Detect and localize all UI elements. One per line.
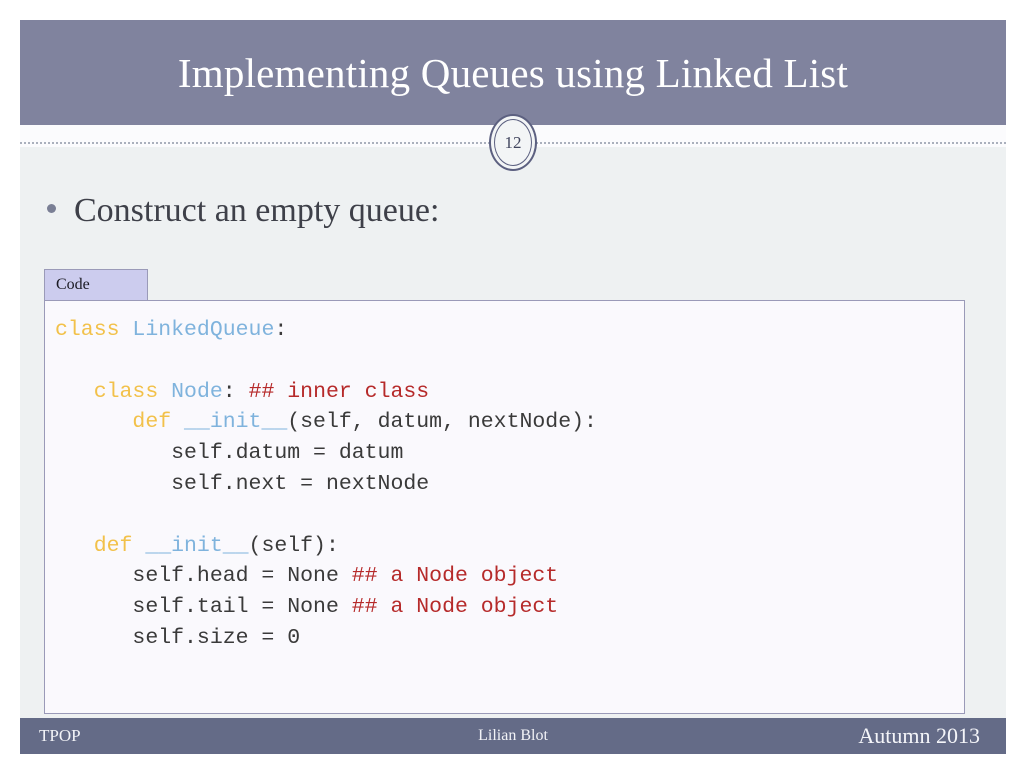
code-token-keyword: class (93, 379, 172, 404)
code-token-plain: self.tail = None (55, 595, 352, 620)
code-token-plain (55, 534, 94, 558)
code-panel: class LinkedQueue: class Node: ## inner … (44, 300, 965, 714)
code-line: self.size = 0 (55, 623, 964, 654)
page-title: Implementing Queues using Linked List (177, 49, 849, 96)
code-token-plain (55, 380, 94, 404)
code-line: def __init__(self, datum, nextNode): (55, 407, 964, 438)
bullet-text: Construct an empty queue: (74, 192, 440, 229)
code-token-plain: (self, datum, nextNode): (287, 410, 597, 435)
code-token-plain: : (222, 379, 249, 404)
slide-content: Construct an empty queue: Code class Lin… (20, 172, 1006, 714)
code-token-plain: self.head = None (55, 564, 352, 589)
code-token-name: Node (171, 379, 223, 404)
footer-author: Lilian Blot (478, 727, 548, 744)
code-token-name: LinkedQueue (132, 318, 275, 342)
footer-course: TPOP (39, 726, 81, 745)
code-line (55, 500, 964, 531)
code-listing: class LinkedQueue: class Node: ## inner … (55, 315, 964, 654)
code-token-keyword: class (55, 318, 133, 342)
code-line: class LinkedQueue: (55, 315, 964, 346)
code-line: class Node: ## inner class (55, 377, 964, 408)
slide-number-badge: 12 (489, 114, 537, 171)
code-token-comment: ## a Node object (351, 564, 559, 589)
code-token-keyword: def (93, 533, 146, 558)
footer-term: Autumn 2013 (858, 723, 980, 748)
slide-number-label: 12 (494, 119, 532, 166)
code-token-plain: self.size = 0 (55, 625, 301, 650)
code-line: self.tail = None ## a Node object (55, 592, 964, 623)
code-line: self.next = nextNode (55, 469, 964, 500)
code-line (55, 346, 964, 377)
bullet-item: Construct an empty queue: (47, 192, 439, 230)
footer-bar: Lilian Blot TPOP Autumn 2013 (20, 718, 1006, 754)
code-line: self.datum = datum (55, 438, 964, 469)
code-token-plain (55, 410, 132, 434)
code-token-name: __init__ (145, 533, 249, 558)
code-tab[interactable]: Code (44, 269, 148, 300)
code-line: self.head = None ## a Node object (55, 561, 964, 592)
code-line: def __init__(self): (55, 531, 964, 562)
slide: Implementing Queues using Linked List 12… (20, 20, 1006, 754)
code-token-comment: ## inner class (248, 379, 430, 404)
code-token-name: __init__ (184, 410, 288, 435)
code-token-plain: : (274, 318, 288, 342)
code-token-plain: (self): (248, 533, 339, 558)
code-token-keyword: def (132, 410, 185, 435)
title-band: Implementing Queues using Linked List (20, 20, 1006, 125)
code-token-plain: self.datum = datum (55, 441, 404, 466)
code-token-plain: self.next = nextNode (55, 471, 430, 496)
bullet-dot-icon (47, 204, 56, 213)
code-token-comment: ## a Node object (351, 595, 559, 620)
code-tab-label: Code (56, 276, 90, 293)
